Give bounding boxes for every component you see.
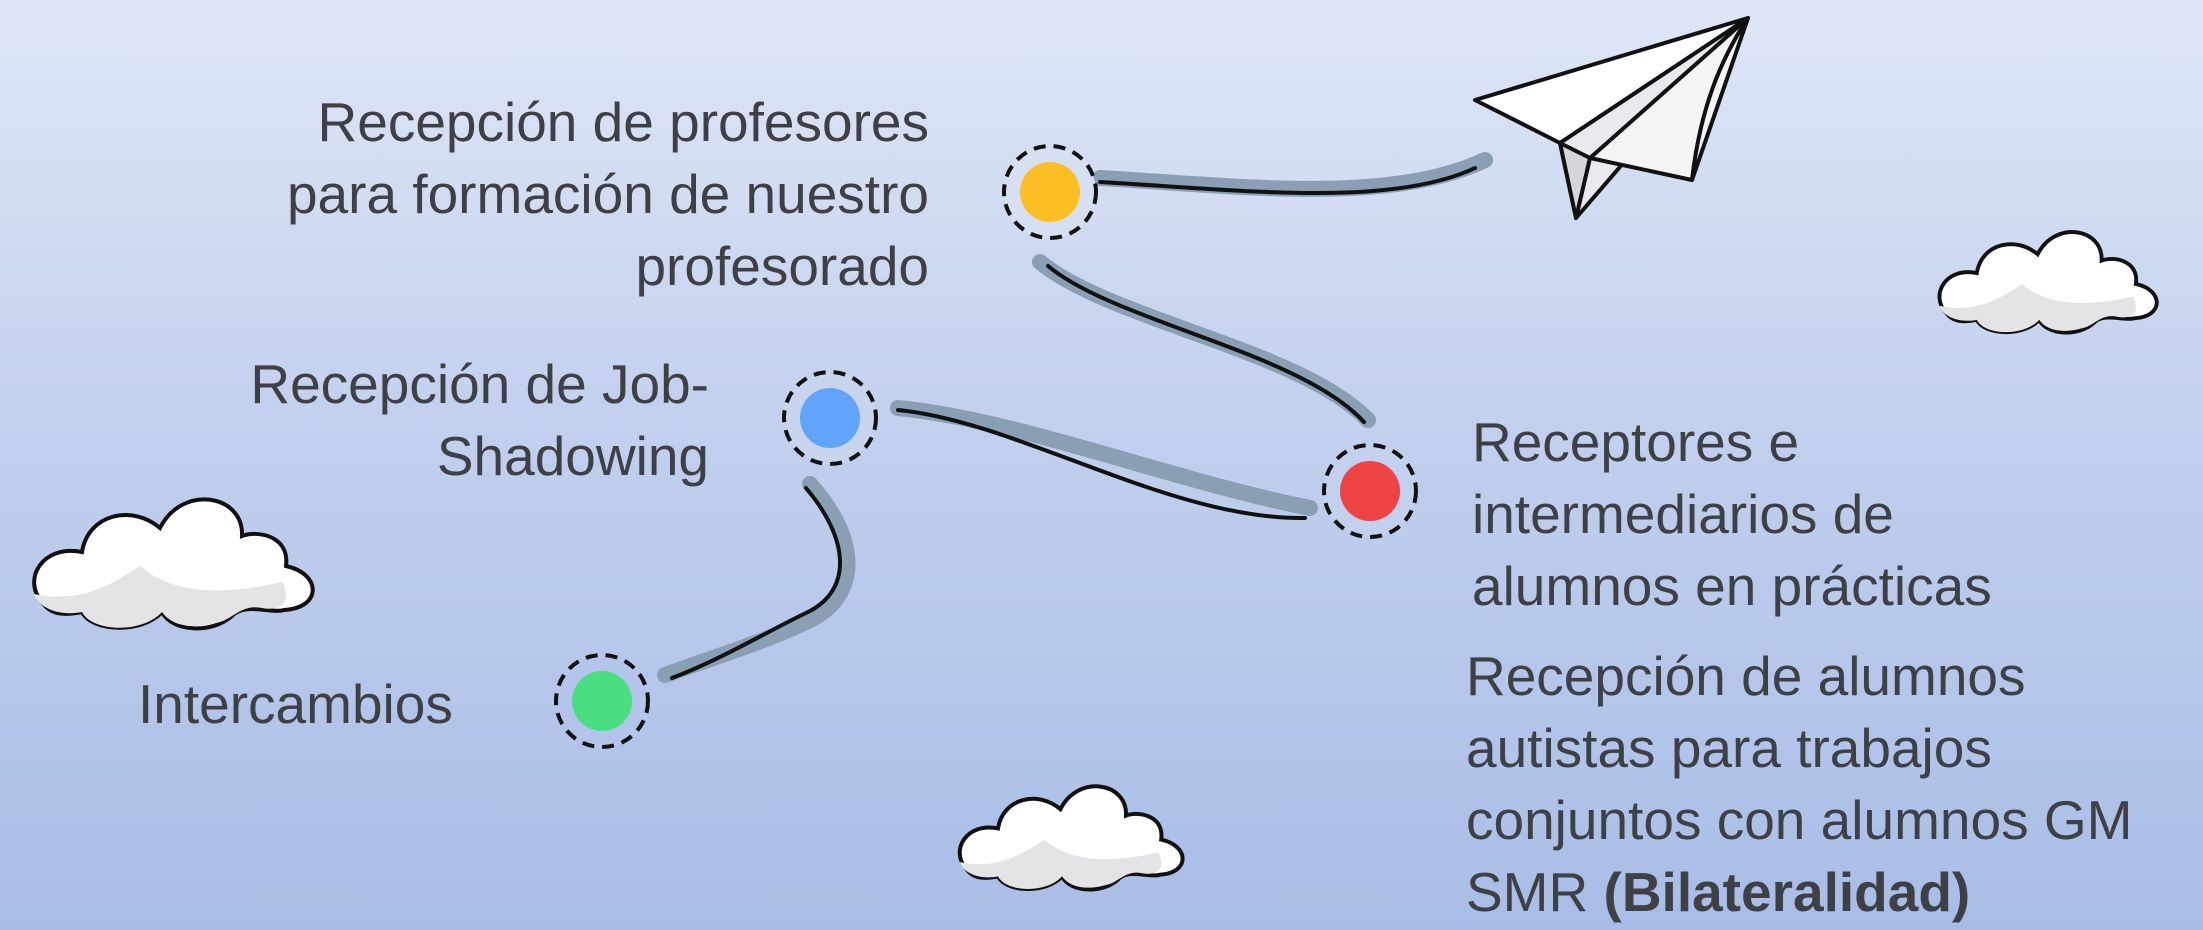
milestone-dot-intercambios [572,671,632,731]
milestone-dot-job-shadowing [800,388,860,448]
cloud-icon [32,497,315,631]
milestone-job-shadowing [782,370,878,466]
milestone-intercambios [554,653,650,749]
road-segment-4 [670,486,842,680]
road-segment-3 [896,408,1307,521]
road-segment-2 [1046,264,1366,424]
label-profesores: Recepción de profesores para formación d… [287,86,929,302]
label-line: Recepción de alumnos [1466,645,2026,707]
label-line: autistas para trabajos [1466,717,1992,779]
milestone-dot-receptores [1340,461,1400,521]
label-job-shadowing: Recepción de Job- Shadowing [250,348,709,492]
label-line: Shadowing [436,425,709,487]
label-line: intermediarios de [1472,483,1894,545]
label-line: Recepción de Job- [250,353,709,415]
paper-plane-icon [1473,16,1750,220]
label-line: conjuntos con alumnos GM [1466,789,2133,851]
label-text: SMR [1466,861,1604,923]
milestone-profesores [1002,144,1098,240]
label-line: profesorado [635,235,929,297]
label-line: para formación de nuestro [286,163,929,225]
label-receptores: Receptores e intermediarios de alumnos e… [1472,406,1992,622]
milestone-receptores [1322,443,1418,539]
label-line: alumnos en prácticas [1472,555,1992,617]
label-line: SMR (Bilateralidad) [1466,856,2132,928]
milestone-dot-profesores [1020,162,1080,222]
label-line: Intercambios [138,673,453,735]
cloud-icon [1937,230,2159,335]
label-bilateralidad: Recepción de alumnos autistas para traba… [1466,640,2132,928]
label-line: Receptores e [1472,411,1800,473]
road-segment-1 [1098,166,1477,195]
label-line: Recepción de profesores [317,91,929,153]
bilateralidad-bold-text: (Bilateralidad) [1603,861,1971,923]
cloud-icon [957,784,1185,892]
label-intercambios: Intercambios [138,668,453,740]
